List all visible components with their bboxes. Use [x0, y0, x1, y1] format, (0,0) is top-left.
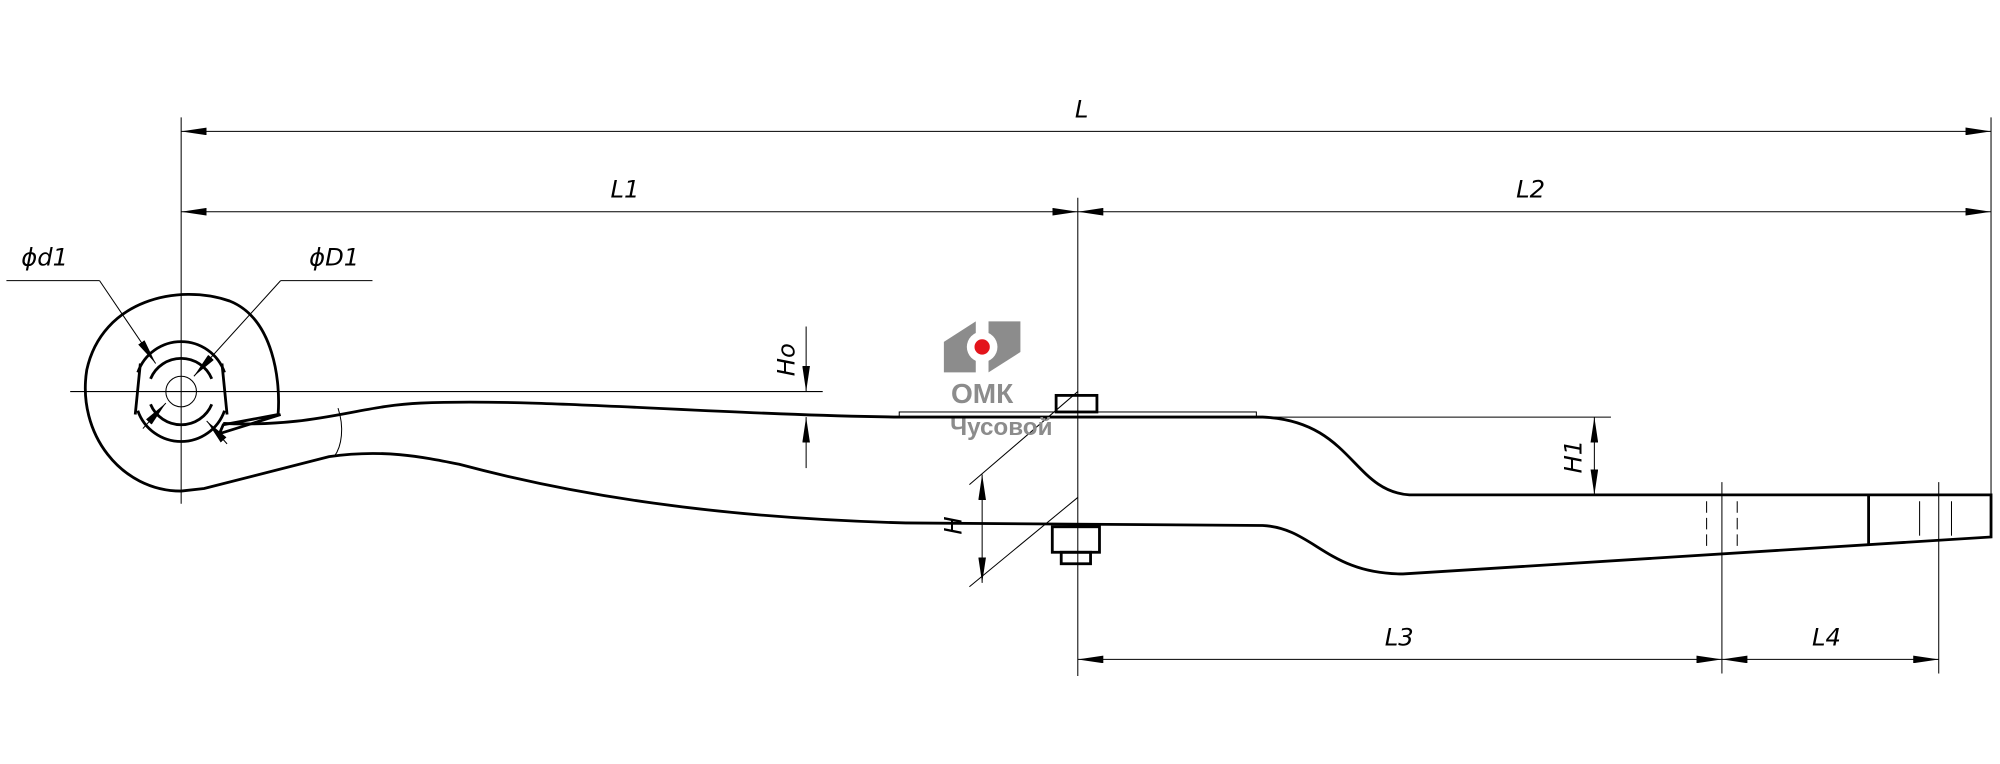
spring-body: [84, 293, 1993, 576]
omk-logo: ОМК Чусовой: [943, 321, 1052, 441]
dimension-labels: L L1 L2 L3 L4 ϕd1 ϕD1 Ho H H1: [21, 95, 1841, 651]
dimension-lines: [99, 127, 1992, 664]
extension-lines: [6, 117, 1992, 676]
leader-d1: [99, 280, 157, 364]
label-L: L: [1075, 95, 1089, 123]
logo-right-shape: [988, 321, 1021, 373]
label-d1: ϕd1: [21, 243, 68, 271]
logo-subtitle: Чусовой: [950, 414, 1052, 441]
nut: [1050, 525, 1101, 554]
leader-D1: [193, 280, 282, 377]
label-L3: L3: [1385, 623, 1414, 651]
label-L4: L4: [1812, 623, 1841, 651]
logo-red-dot: [974, 339, 990, 355]
bolt-head: [1054, 393, 1099, 414]
label-H1: H1: [1560, 440, 1588, 474]
label-D1: ϕD1: [309, 243, 359, 271]
logo-name: ОМК: [951, 378, 1014, 409]
label-H: H: [940, 516, 968, 534]
label-L2: L2: [1516, 176, 1545, 204]
logo-left-shape: [943, 321, 976, 373]
label-L1: L1: [611, 176, 640, 204]
label-Ho: Ho: [773, 343, 801, 376]
